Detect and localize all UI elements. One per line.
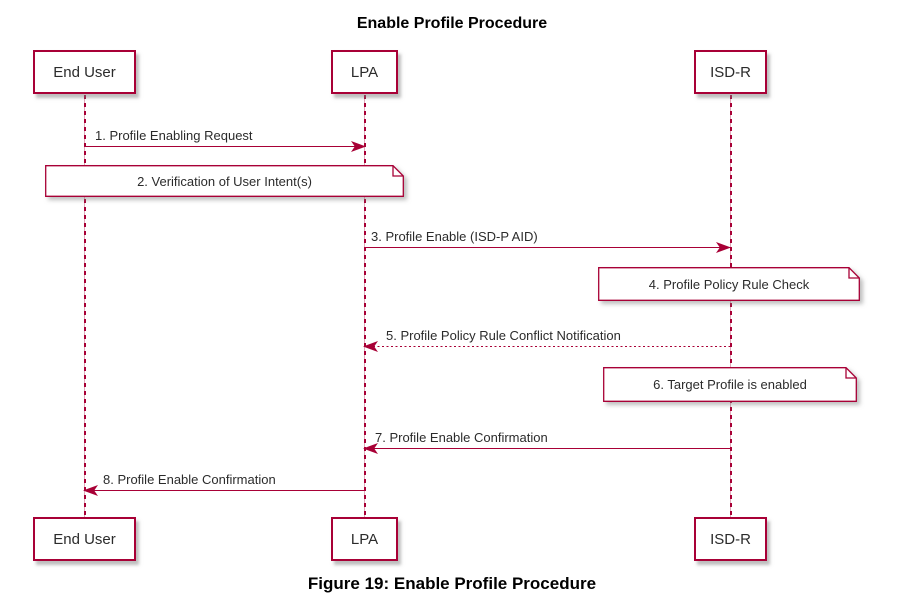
- note-shape-icon: [598, 267, 860, 301]
- participant-box-end-user-top: End User: [33, 50, 136, 94]
- message-1-label: 1. Profile Enabling Request: [95, 128, 253, 143]
- note-4: 4. Profile Policy Rule Check: [598, 267, 860, 301]
- participant-label-end-user: End User: [53, 530, 116, 548]
- participant-label-isdr: ISD-R: [710, 63, 751, 81]
- lifeline-lpa: [364, 95, 366, 517]
- participant-box-isdr-bottom: ISD-R: [694, 517, 767, 561]
- message-8: 8. Profile Enable Confirmation: [83, 472, 365, 497]
- lifeline-end-user: [84, 95, 86, 517]
- message-5-line: [364, 346, 730, 348]
- participant-label-lpa: LPA: [350, 63, 379, 81]
- message-8-line: [84, 490, 365, 492]
- note-shape-icon: [603, 367, 857, 402]
- note-4-label: 4. Profile Policy Rule Check: [648, 276, 810, 292]
- message-1-line: [84, 146, 365, 148]
- participant-box-isdr-top: ISD-R: [694, 50, 767, 94]
- arrowhead-left-icon: [83, 485, 98, 497]
- message-1: 1. Profile Enabling Request: [84, 128, 366, 153]
- figure-caption: Figure 19: Enable Profile Procedure: [307, 574, 597, 593]
- note-6-label: 6. Target Profile is enabled: [653, 377, 807, 392]
- note-2-label: 2. Verification of User Intent(s): [137, 173, 312, 189]
- message-7-label: 7. Profile Enable Confirmation: [375, 430, 548, 445]
- message-5: 5. Profile Policy Rule Conflict Notifica…: [363, 328, 730, 353]
- note-6: 6. Target Profile is enabled: [603, 367, 857, 402]
- participant-box-lpa-top: LPA: [331, 50, 398, 94]
- arrowhead-right-icon: [351, 141, 366, 153]
- message-7: 7. Profile Enable Confirmation: [363, 430, 730, 455]
- diagram-title: Enable Profile Procedure: [356, 15, 548, 32]
- message-3: 3. Profile Enable (ISD-P AID): [365, 229, 731, 254]
- participant-box-lpa-bottom: LPA: [331, 517, 398, 561]
- participant-label-end-user: End User: [53, 63, 116, 81]
- arrowhead-left-icon: [363, 443, 378, 455]
- participant-box-end-user-bottom: End User: [33, 517, 136, 561]
- arrowhead-right-icon: [716, 242, 731, 254]
- message-5-label: 5. Profile Policy Rule Conflict Notifica…: [386, 328, 621, 343]
- note-2: 2. Verification of User Intent(s): [45, 165, 404, 197]
- arrowhead-left-icon: [363, 341, 378, 353]
- note-shape-icon: [45, 165, 404, 197]
- message-8-label: 8. Profile Enable Confirmation: [103, 472, 276, 487]
- message-3-line: [365, 247, 730, 249]
- lifeline-isdr: [730, 95, 732, 517]
- participant-label-isdr: ISD-R: [710, 530, 751, 548]
- message-7-line: [364, 448, 730, 450]
- participant-label-lpa: LPA: [350, 530, 379, 548]
- message-3-label: 3. Profile Enable (ISD-P AID): [371, 229, 538, 244]
